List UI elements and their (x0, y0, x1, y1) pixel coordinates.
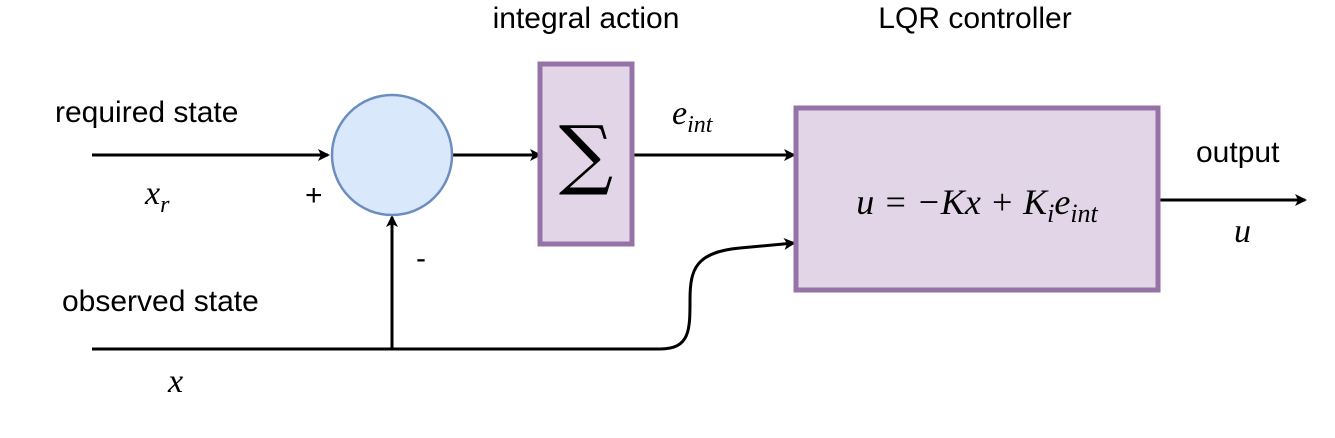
integral-block (537, 61, 635, 247)
observed-state-label: observed state (62, 285, 259, 318)
minus-sign: - (416, 242, 426, 275)
required-state-label: required state (55, 96, 238, 129)
integral-action-title: integral action (493, 2, 680, 35)
lqr-block (793, 105, 1161, 293)
plus-sign: + (305, 179, 323, 212)
xr-variable: xr (144, 175, 170, 218)
state-to-controller-arrow (390, 237, 796, 351)
lqr-controller-title: LQR controller (878, 2, 1071, 35)
sigma-symbol: ∑ (559, 109, 613, 198)
e-int-variable: eint (672, 95, 714, 138)
u-variable: u (1234, 213, 1251, 250)
output-label: output (1196, 136, 1280, 169)
summing-junction (330, 93, 454, 217)
control-law-formula: u = −Kx + Kieint (856, 182, 1098, 228)
x-variable: x (167, 363, 183, 400)
